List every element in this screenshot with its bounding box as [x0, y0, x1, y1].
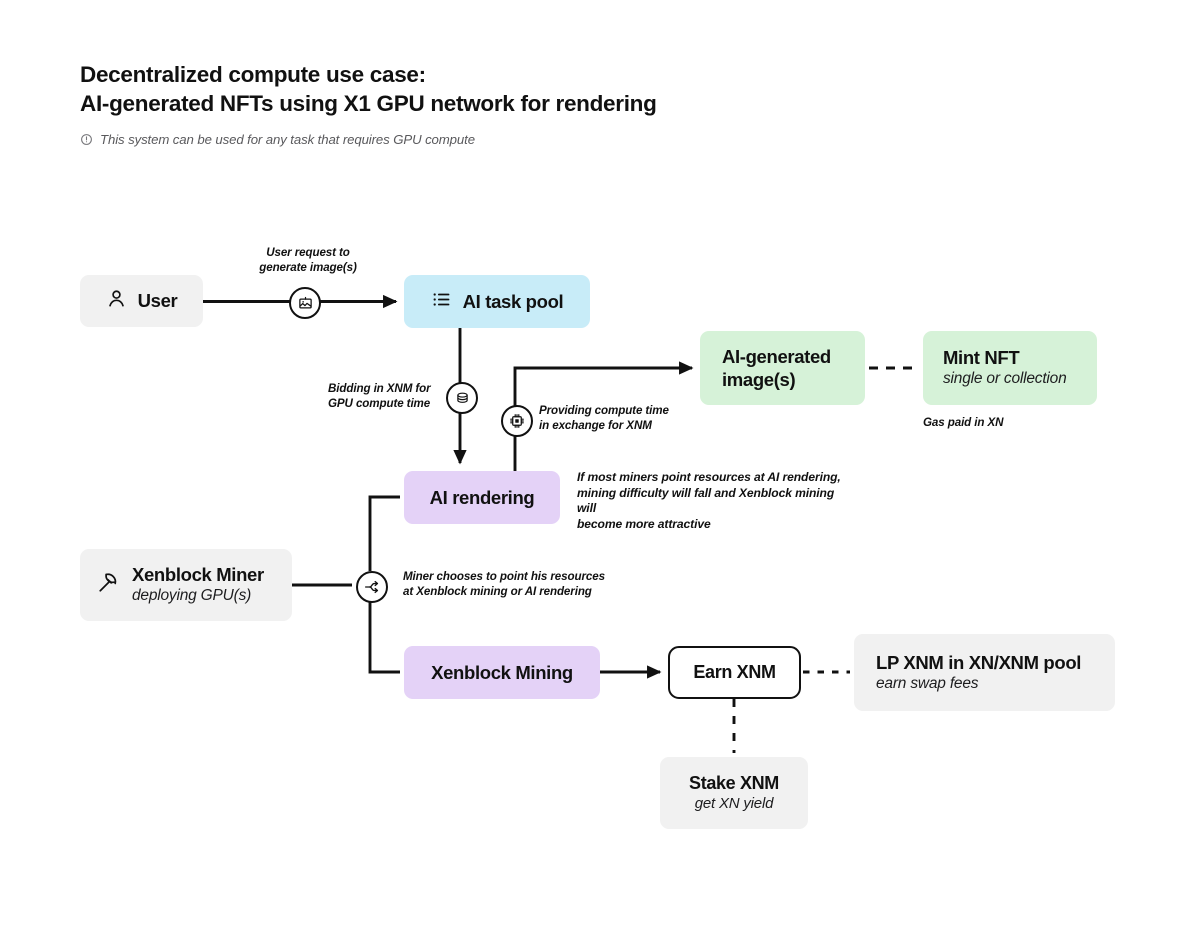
node-ai-task-pool-label: AI task pool — [462, 290, 564, 312]
node-user-label: User — [137, 290, 178, 311]
node-xenblock-mining-label: Xenblock Mining — [431, 661, 573, 683]
cpu-chip-icon-badge — [501, 405, 533, 437]
image-icon-badge — [289, 287, 321, 319]
edge-label-user-request: User request to generate image(s) — [259, 246, 357, 274]
person-icon — [106, 288, 127, 314]
node-mint-nft[interactable]: Mint NFT single or collection — [923, 331, 1097, 405]
node-xenblock-mining[interactable]: Xenblock Mining — [404, 646, 600, 699]
coins-icon-badge — [446, 382, 478, 414]
node-mint-nft-label: Mint NFT — [943, 347, 1020, 369]
header: Decentralized compute use case: AI-gener… — [80, 60, 840, 151]
node-ai-task-pool[interactable]: AI task pool — [404, 275, 590, 328]
node-stake-xnm[interactable]: Stake XNM get XN yield — [660, 757, 808, 829]
node-stake-xnm-label: Stake XNM — [689, 773, 779, 794]
list-icon — [431, 289, 452, 315]
node-lp-xnm[interactable]: LP XNM in XN/XNM pool earn swap fees — [854, 634, 1115, 711]
node-lp-xnm-label: LP XNM in XN/XNM pool — [876, 651, 1082, 673]
node-xenblock-miner[interactable]: Xenblock Miner deploying GPU(s) — [80, 549, 292, 621]
pickaxe-icon — [97, 571, 120, 599]
branch-split-icon-badge — [356, 571, 388, 603]
edge-label-miner-chooses: Miner chooses to point his resources at … — [403, 570, 605, 598]
node-ai-generated-images[interactable]: AI-generated image(s) — [700, 331, 865, 405]
info-circle-icon — [80, 133, 93, 151]
subtitle-text: This system can be used for any task tha… — [100, 132, 475, 147]
edge-split-to-mining — [368, 599, 400, 674]
node-ai-rendering-label: AI rendering — [429, 486, 535, 508]
node-xenblock-miner-label: Xenblock Miner — [132, 564, 264, 586]
page-title-line2: AI-generated NFTs using X1 GPU network f… — [80, 91, 657, 116]
node-user[interactable]: User — [80, 275, 203, 327]
node-earn-xnm-label: Earn XNM — [693, 662, 776, 682]
node-ai-generated-images-label: AI-generated image(s) — [722, 346, 831, 390]
node-earn-xnm[interactable]: Earn XNM — [668, 646, 801, 699]
node-xenblock-miner-subtitle: deploying GPU(s) — [132, 587, 252, 605]
edge-split-to-rendering — [368, 495, 400, 571]
edge-label-mining-difficulty: If most miners point resources at AI ren… — [577, 470, 841, 531]
edge-label-bidding: Bidding in XNM for GPU compute time — [328, 382, 431, 410]
edge-label-providing: Providing compute time in exchange for X… — [539, 404, 669, 432]
node-lp-xnm-subtitle: earn swap fees — [876, 674, 979, 692]
subtitle-row: This system can be used for any task tha… — [80, 132, 840, 151]
node-stake-xnm-subtitle: get XN yield — [694, 795, 774, 813]
edge-label-gas: Gas paid in XN — [923, 416, 1004, 429]
node-mint-nft-subtitle: single or collection — [943, 370, 1067, 388]
node-ai-rendering[interactable]: AI rendering — [404, 471, 560, 524]
page-title-line1: Decentralized compute use case: — [80, 62, 426, 87]
